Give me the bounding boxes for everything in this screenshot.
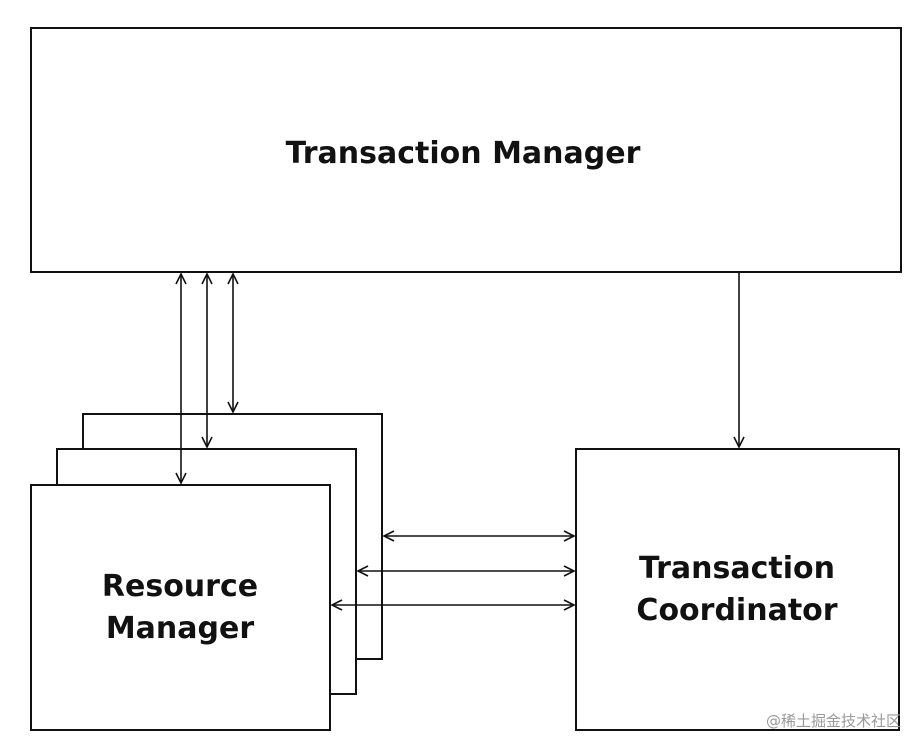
resource-manager-stack: Resource Manager: [30, 413, 383, 731]
transaction-manager-label: Transaction Manager: [286, 136, 641, 171]
watermark-text: @稀土掘金技术社区: [766, 712, 901, 730]
transaction-manager-box: Transaction Manager: [30, 27, 902, 273]
resource-manager-box-front: [30, 484, 331, 731]
resource-manager-label-line2: Manager: [106, 611, 255, 646]
transaction-coordinator-box: Transaction Coordinator: [575, 448, 900, 731]
transaction-coordinator-label-line2: Coordinator: [636, 593, 837, 628]
transaction-coordinator-label-line1: Transaction: [639, 551, 835, 586]
resource-manager-label-line1: Resource: [102, 569, 258, 604]
